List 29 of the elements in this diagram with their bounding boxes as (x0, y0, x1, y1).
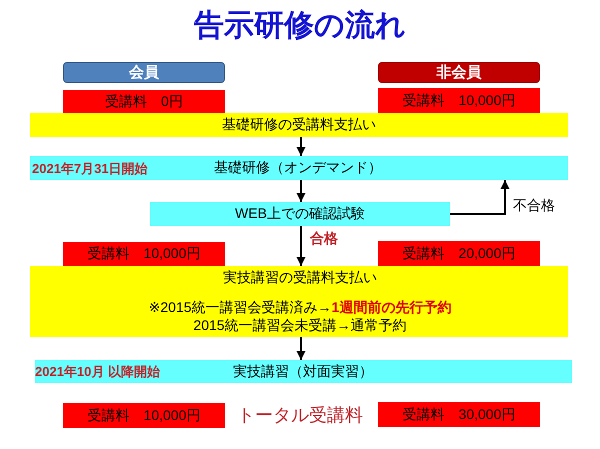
fee-box: 受講料 30,000円 (378, 402, 540, 427)
date-label: 2021年10月 以降開始 (35, 363, 160, 380)
fee-box: 受講料 10,000円 (378, 88, 540, 113)
total-fee-label: トータル受講料 (237, 404, 363, 426)
fee-box: 受講料 20,000円 (378, 241, 540, 266)
column-header: 会員 (63, 62, 225, 83)
edge-label: 不合格 (512, 197, 556, 214)
payment-band (30, 266, 568, 337)
fee-box: 受講料 10,000円 (63, 403, 225, 428)
title: 告示研修の流れ (194, 8, 406, 44)
payment-band: 基礎研修の受講料支払い (30, 113, 568, 137)
arrow (296, 137, 306, 156)
arrow (296, 180, 306, 202)
course-band (35, 360, 572, 383)
fee-box: 受講料 10,000円 (63, 242, 225, 266)
band-text: 基礎研修（オンデマンド） (214, 159, 382, 176)
arrow (450, 180, 510, 215)
arrow (296, 226, 306, 266)
arrow (296, 337, 306, 360)
course-band (30, 156, 568, 180)
band-text: 実技講習の受講料支払い (223, 269, 377, 286)
fee-box: 受講料 0円 (63, 90, 225, 114)
band-note: 2015統一講習会未受講→通常予約 (193, 317, 407, 334)
column-header: 非会員 (378, 62, 540, 83)
exam-box: WEB上での確認試験 (150, 202, 450, 226)
band-note: ※2015統一講習会受講済み→1週間前の先行予約 (148, 299, 452, 316)
date-label: 2021年7月31日開始 (32, 160, 148, 177)
edge-label: 合格 (309, 230, 339, 247)
band-text: 実技講習（対面実習） (233, 363, 373, 380)
